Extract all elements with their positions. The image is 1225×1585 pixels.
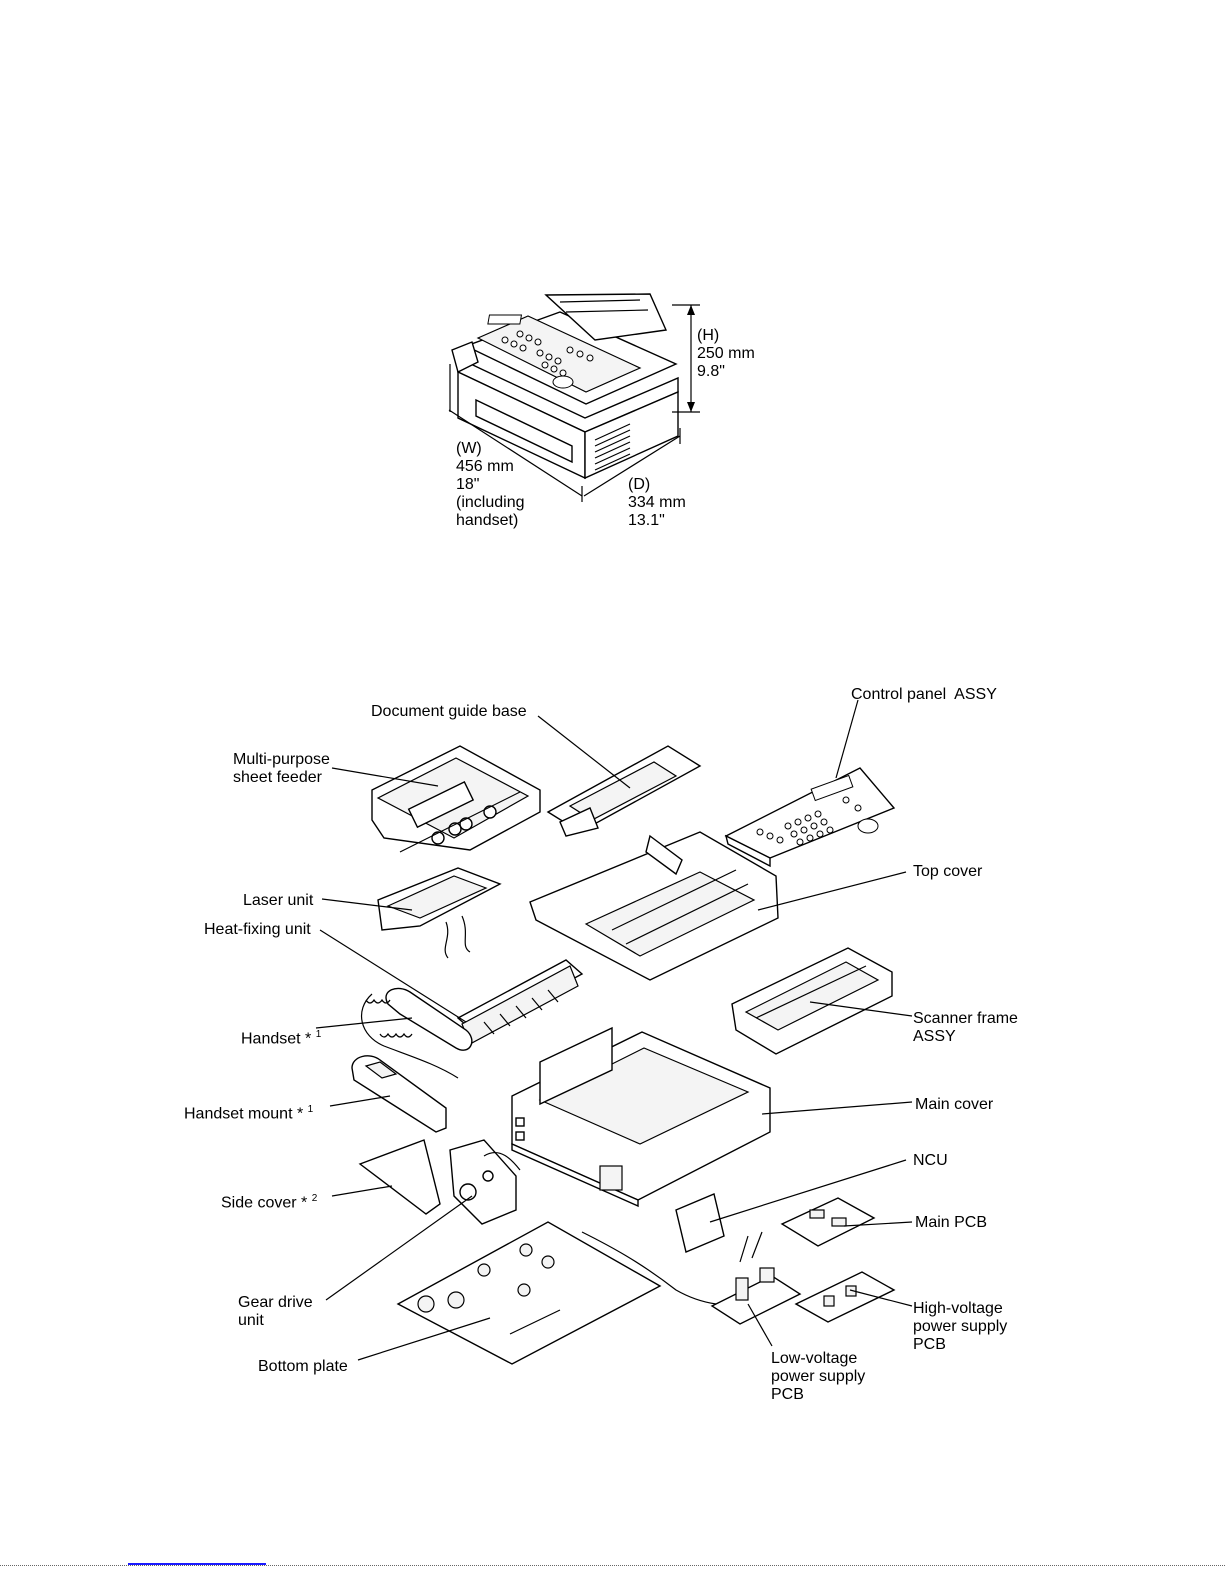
height-mm: 250 mm	[697, 345, 755, 362]
label-line: Multi-purpose	[233, 751, 330, 768]
label-text: Side cover *	[221, 1194, 312, 1212]
depth-mm: 334 mm	[628, 494, 686, 511]
height-inches: 9.8"	[697, 363, 725, 380]
footnote-mark: 1	[315, 1029, 322, 1040]
multi-purpose-sheet-feeder-part	[371, 745, 541, 853]
label-main-pcb: Main PCB	[915, 1214, 988, 1231]
label-line: Scanner frame	[913, 1010, 1018, 1027]
side-cover-part	[358, 1139, 441, 1215]
depth-code: (D)	[628, 476, 651, 493]
bottom-plate-part	[396, 1221, 662, 1365]
label-line: High-voltage	[913, 1300, 1003, 1317]
label-line: ASSY	[913, 1028, 956, 1045]
label-main-cover: Main cover	[915, 1096, 994, 1113]
label-heat-fixing-unit: Heat-fixing unit	[204, 921, 311, 938]
label-line: sheet feeder	[233, 769, 322, 786]
scanner-frame-assy-part	[731, 947, 893, 1055]
ncu-part	[675, 1193, 725, 1253]
footnote-mark: 1	[307, 1104, 314, 1115]
handset-part	[361, 987, 473, 1079]
width-mm: 456 mm	[456, 458, 514, 475]
label-text: Handset *	[241, 1030, 316, 1048]
label-text: Handset mount *	[184, 1105, 308, 1123]
control-panel-assy-part	[724, 767, 896, 868]
label-document-guide-base: Document guide base	[371, 703, 527, 720]
document-guide-base-part	[546, 745, 702, 837]
label-line: Gear drive	[238, 1294, 313, 1311]
fax-machine-overview-illustration	[448, 293, 700, 502]
leader-lines	[315, 699, 913, 1361]
depth-inches: 13.1"	[628, 512, 665, 529]
high-voltage-pcb-part	[794, 1271, 896, 1323]
label-top-cover: Top cover	[913, 863, 983, 880]
width-inches: 18"	[456, 476, 480, 493]
gear-drive-unit-part	[449, 1139, 521, 1225]
label-line: PCB	[771, 1386, 804, 1403]
height-code: (H)	[697, 327, 720, 344]
low-voltage-pcb-part	[581, 1231, 802, 1325]
label-ncu: NCU	[913, 1152, 948, 1169]
main-pcb-part	[780, 1197, 876, 1247]
page-bottom-rule	[0, 1565, 1225, 1566]
main-cover-part	[511, 1026, 771, 1208]
label-control-panel-assy: Control panel ASSY	[851, 686, 997, 703]
heat-fixing-unit-part	[456, 959, 584, 1045]
label-handset: Handset * 1	[241, 1026, 321, 1048]
top-cover-part	[529, 831, 779, 981]
width-note-line1: (including	[456, 494, 525, 511]
label-line: power supply	[771, 1368, 866, 1385]
control-panel-keys	[501, 330, 594, 389]
width-note-line2: handset)	[456, 512, 519, 529]
label-side-cover: Side cover * 2	[221, 1190, 317, 1212]
label-line: power supply	[913, 1318, 1008, 1335]
footnote-mark: 2	[311, 1193, 318, 1204]
label-bottom-plate: Bottom plate	[258, 1358, 348, 1375]
label-handset-mount: Handset mount * 1	[184, 1101, 313, 1123]
handset-mount-part	[351, 1055, 447, 1133]
width-code: (W)	[456, 440, 482, 457]
label-line: Low-voltage	[771, 1350, 858, 1367]
label-line: PCB	[913, 1336, 946, 1353]
label-laser-unit: Laser unit	[243, 892, 314, 909]
page-bottom-link-underline[interactable]	[128, 1563, 266, 1565]
label-line: unit	[238, 1312, 264, 1329]
laser-unit-part	[377, 867, 502, 959]
